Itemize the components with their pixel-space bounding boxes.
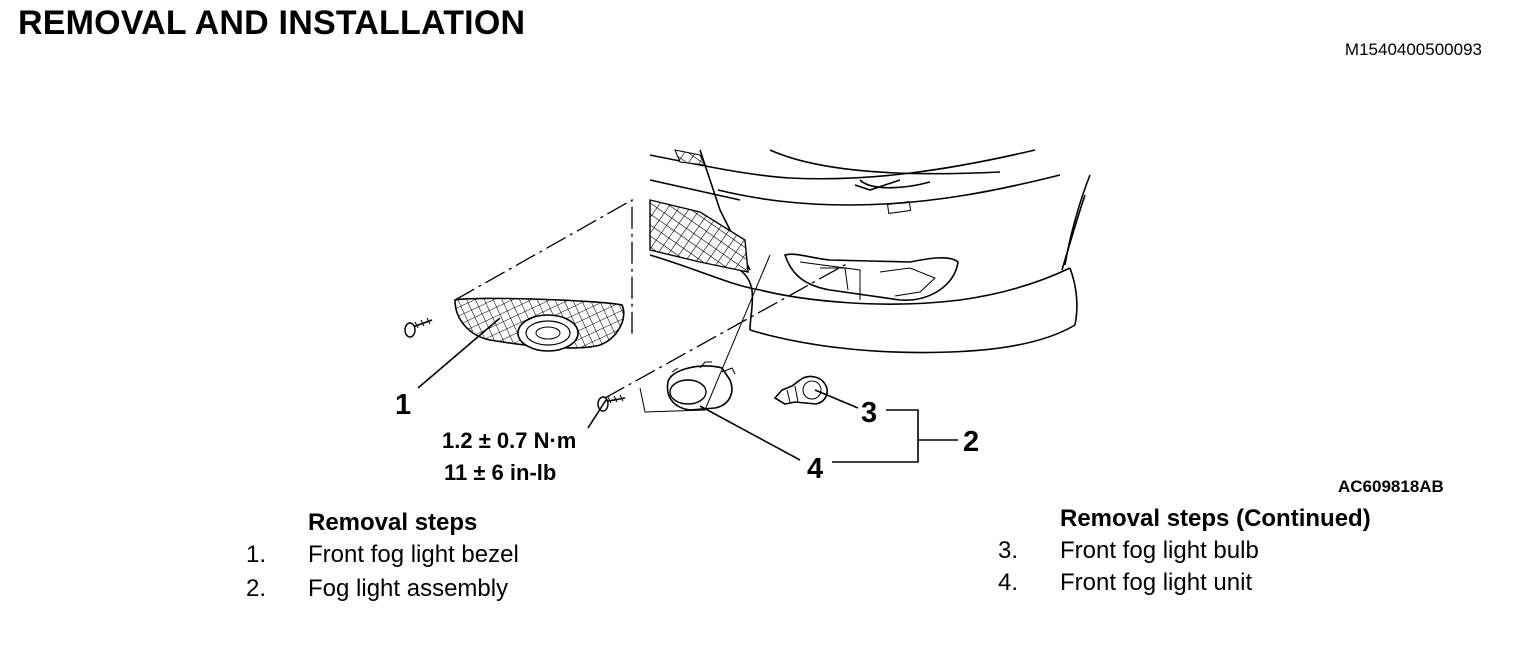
leader-3: [814, 389, 859, 409]
figure-code: AC609818AB: [1338, 477, 1444, 496]
step-label: Fog light assembly: [308, 575, 509, 602]
fog-light-unit: [666, 361, 736, 411]
step-number: 4.: [998, 569, 1019, 596]
callout-2: 2: [963, 426, 979, 458]
callout-1: 1: [395, 389, 411, 421]
torque-metric: 1.2 ± 0.7 N·m: [442, 428, 576, 453]
document-code: M1540400500093: [1344, 40, 1482, 59]
removal-steps-continued-heading: Removal steps (Continued): [1060, 505, 1371, 532]
fog-light-bulb: [773, 375, 828, 405]
callout-3: 3: [861, 397, 877, 429]
removal-steps-heading: Removal steps: [308, 509, 478, 536]
fog-light-screw: [597, 394, 626, 412]
step-number: 1.: [246, 541, 267, 568]
fog-light-bezel: [454, 297, 625, 352]
torque-imperial: 11 ± 6 in-lb: [444, 460, 556, 485]
step-number: 3.: [998, 537, 1019, 564]
page-title: REMOVAL AND INSTALLATION: [18, 4, 526, 42]
leader-4: [699, 405, 801, 461]
leader-1: [417, 317, 501, 389]
bracket-2: [832, 409, 919, 463]
step-number: 2.: [246, 575, 267, 602]
callout-4: 4: [807, 453, 823, 485]
step-label: Front fog light unit: [1060, 569, 1253, 596]
bumper-drawing: [649, 149, 1091, 354]
step-label: Front fog light bezel: [308, 541, 519, 568]
leader-torque: [587, 399, 607, 429]
step-label: Front fog light bulb: [1060, 537, 1259, 564]
bezel-screw: [404, 317, 433, 338]
